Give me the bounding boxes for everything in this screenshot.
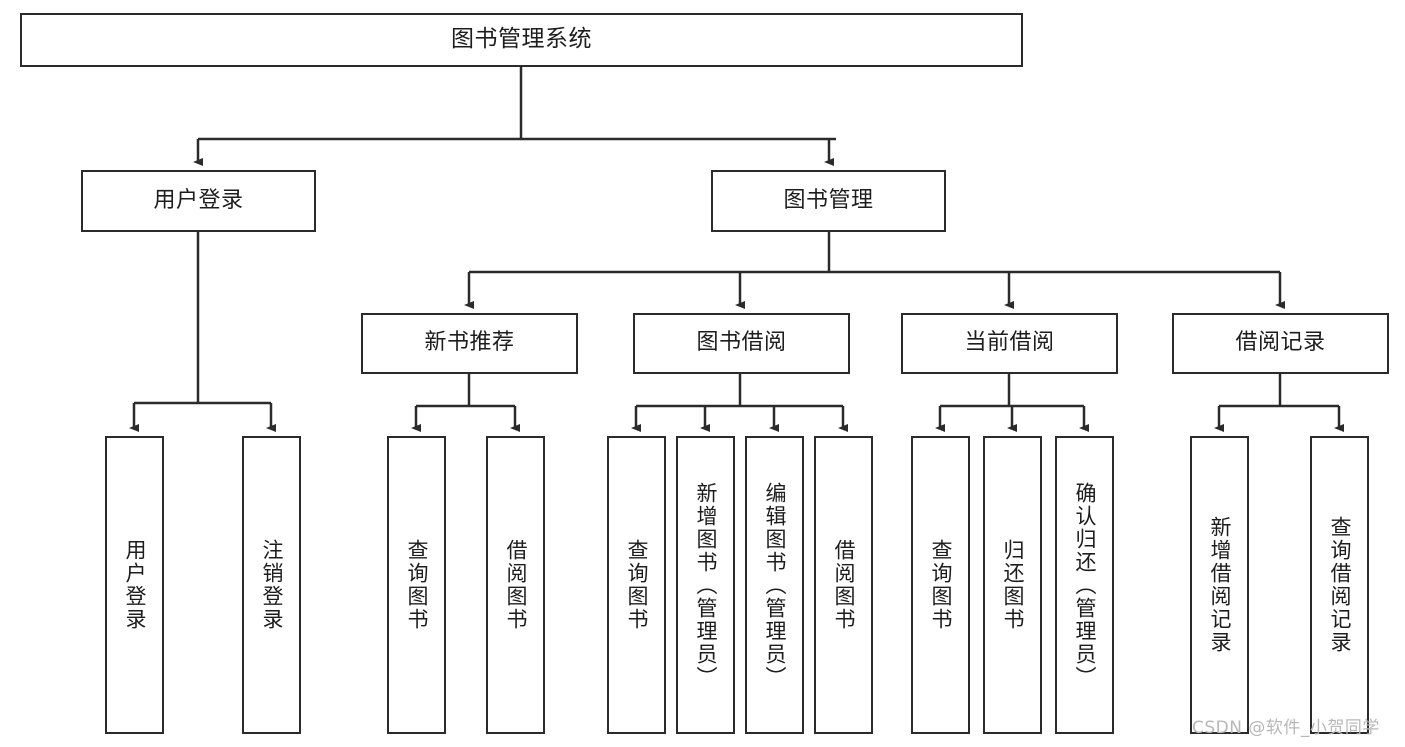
node-current-borrow[interactable]: 当前借阅 — [901, 313, 1118, 374]
node-leaf-query-book-3[interactable]: 查询图书 — [911, 436, 970, 734]
node-book-manage[interactable]: 图书管理 — [711, 170, 946, 232]
node-leaf-logout-login[interactable]: 注销登录 — [242, 436, 301, 734]
node-leaf-user-login[interactable]: 用户登录 — [105, 436, 164, 734]
node-leaf-borrow-book-2[interactable]: 借阅图书 — [814, 436, 873, 734]
node-book-borrow[interactable]: 图书借阅 — [633, 313, 850, 374]
node-leaf-add-record[interactable]: 新增借阅记录 — [1190, 436, 1249, 734]
node-leaf-borrow-book-1[interactable]: 借阅图书 — [486, 436, 545, 734]
node-leaf-confirm-return-label: 确认归还（管理员） — [1072, 481, 1097, 689]
node-book-borrow-label: 图书借阅 — [696, 330, 787, 356]
node-current-borrow-label: 当前借阅 — [964, 330, 1055, 356]
csdn-watermark: CSDN @软件_小贺同学 — [1192, 718, 1380, 738]
node-borrow-record-label: 借阅记录 — [1235, 330, 1326, 356]
node-leaf-query-book-1-label: 查询图书 — [404, 539, 429, 631]
node-leaf-borrow-book-1-label: 借阅图书 — [503, 539, 528, 631]
node-leaf-logout-login-label: 注销登录 — [259, 539, 284, 631]
node-leaf-edit-book-label: 编辑图书（管理员） — [762, 481, 787, 689]
node-leaf-user-login-label: 用户登录 — [122, 539, 147, 631]
node-leaf-add-book-label: 新增图书（管理员） — [693, 481, 718, 689]
node-leaf-query-book-1[interactable]: 查询图书 — [387, 436, 446, 734]
node-root[interactable]: 图书管理系统 — [20, 13, 1023, 67]
node-user-login-label: 用户登录 — [153, 187, 244, 213]
node-leaf-add-book[interactable]: 新增图书（管理员） — [676, 436, 735, 734]
node-leaf-confirm-return[interactable]: 确认归还（管理员） — [1055, 436, 1114, 734]
node-leaf-query-book-2[interactable]: 查询图书 — [607, 436, 666, 734]
node-leaf-add-record-label: 新增借阅记录 — [1207, 516, 1232, 654]
node-leaf-edit-book[interactable]: 编辑图书（管理员） — [745, 436, 804, 734]
node-borrow-record[interactable]: 借阅记录 — [1172, 313, 1389, 374]
node-leaf-return-book[interactable]: 归还图书 — [983, 436, 1042, 734]
node-leaf-query-book-2-label: 查询图书 — [624, 539, 649, 631]
node-leaf-borrow-book-2-label: 借阅图书 — [831, 539, 856, 631]
node-leaf-return-book-label: 归还图书 — [1000, 539, 1025, 631]
node-root-label: 图书管理系统 — [451, 26, 592, 53]
node-book-manage-label: 图书管理 — [783, 187, 874, 213]
node-leaf-query-record-label: 查询借阅记录 — [1327, 516, 1352, 654]
node-leaf-query-record[interactable]: 查询借阅记录 — [1310, 436, 1369, 734]
node-leaf-query-book-3-label: 查询图书 — [928, 539, 953, 631]
node-new-book-recommend[interactable]: 新书推荐 — [361, 313, 578, 374]
node-user-login[interactable]: 用户登录 — [81, 170, 316, 232]
node-new-book-recommend-label: 新书推荐 — [424, 330, 515, 356]
